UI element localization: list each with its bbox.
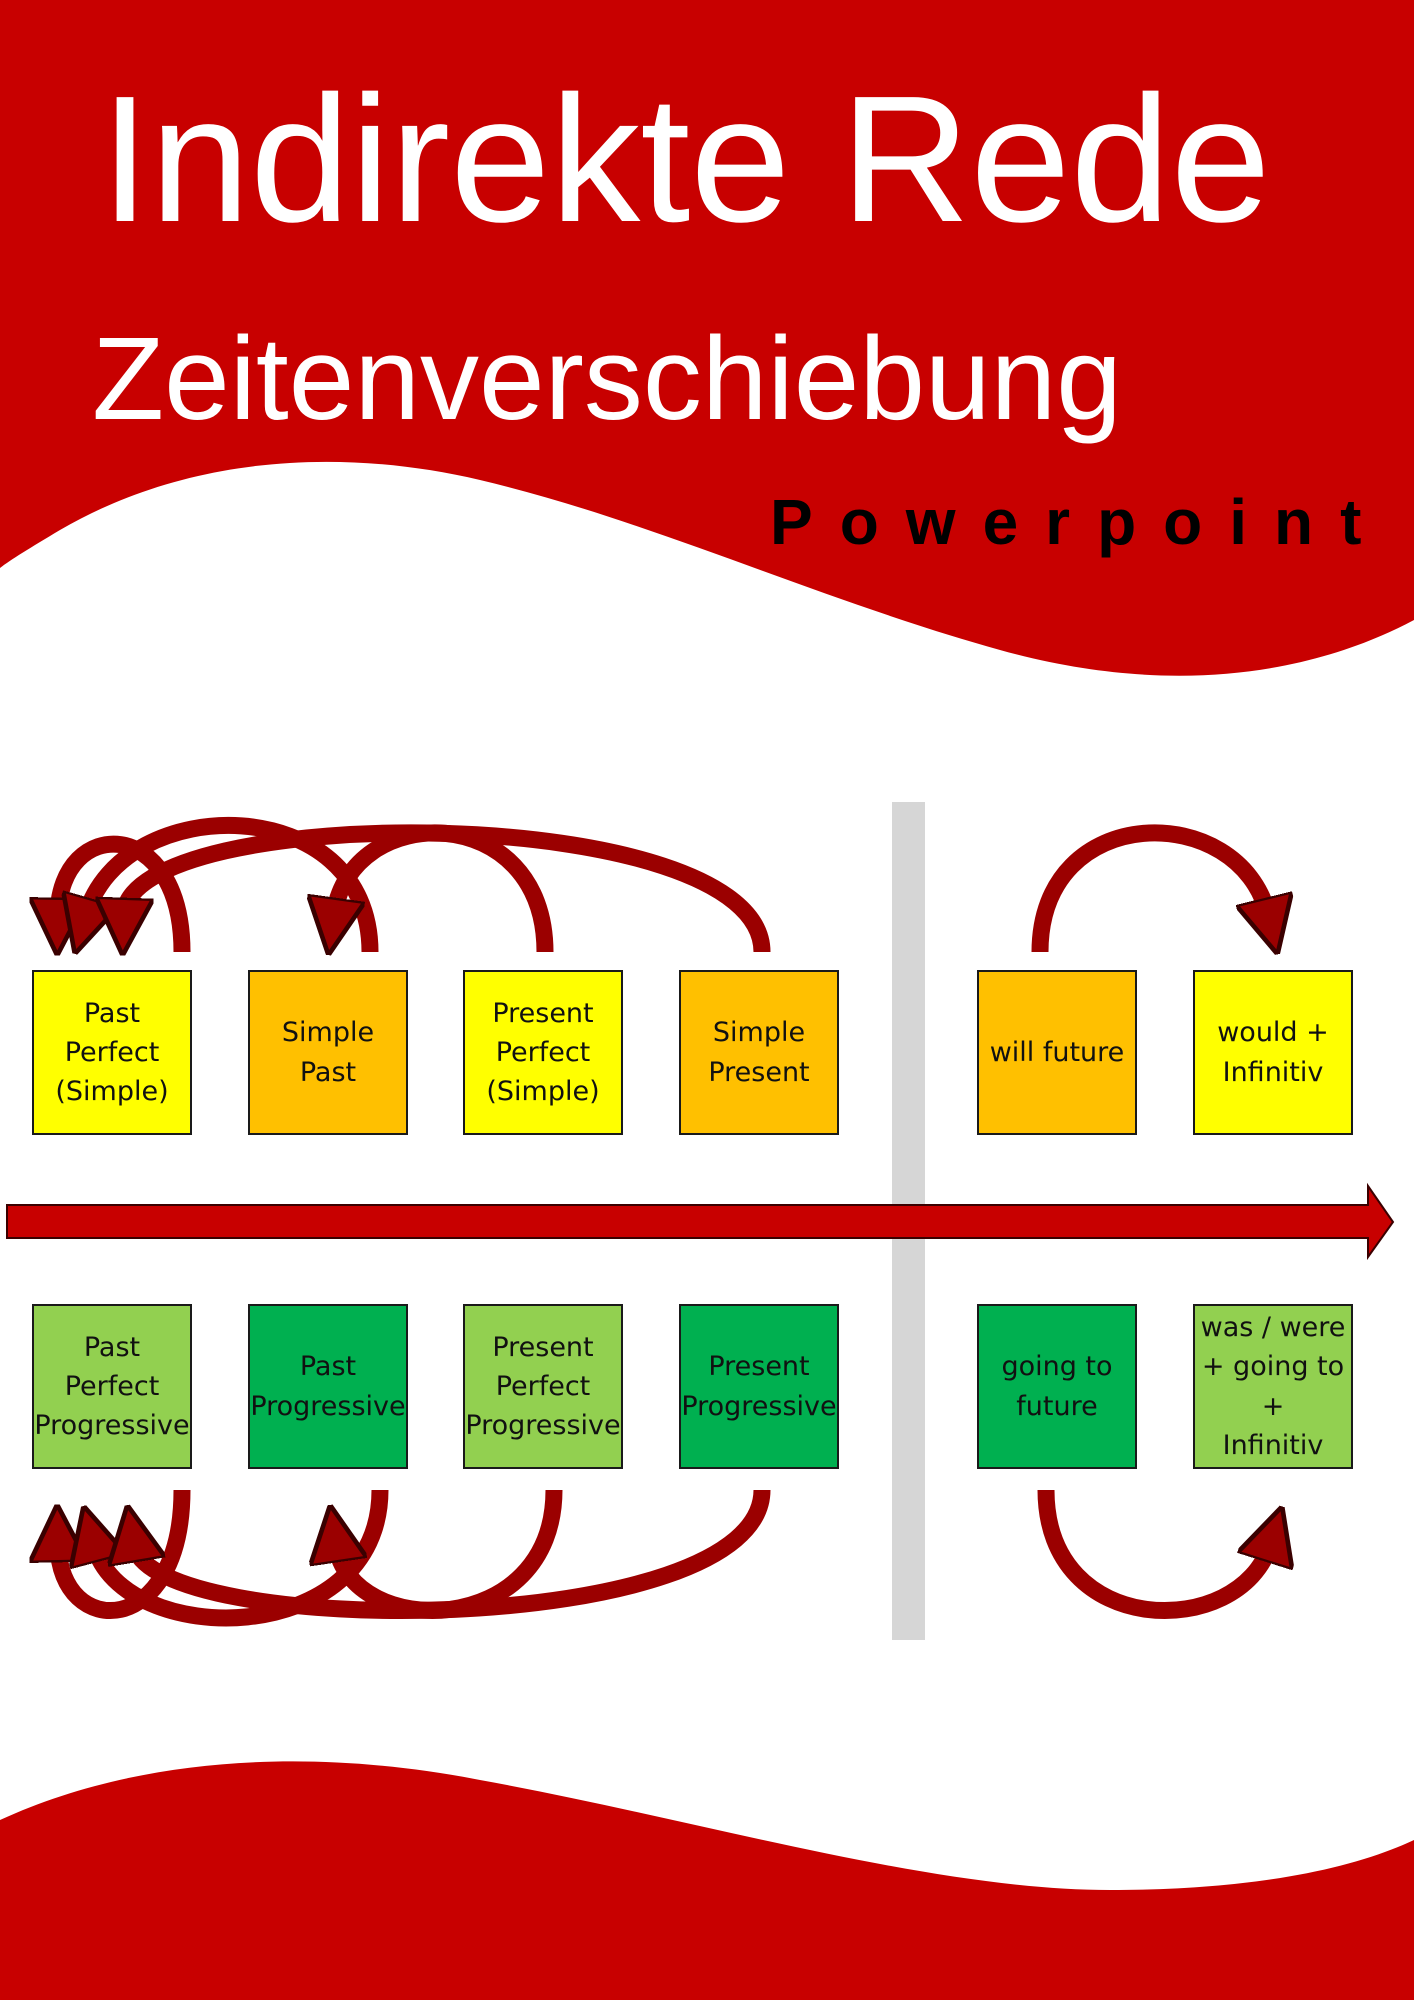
box-past-perfect-progressive: Past Perfect Progressive [32,1304,192,1469]
timeline-arrow [6,1182,1395,1261]
powerpoint-label: Powerpoint [770,486,1389,558]
box-present-progressive: Present Progressive [679,1304,839,1469]
box-label: Past Progressive [250,1351,406,1422]
box-label: would + Infinitiv [1217,1017,1329,1088]
box-simple-present: Simple Present [679,970,839,1135]
arrow-pastprog-to-pastperfectprog [58,1489,191,1620]
box-will-future: will future [977,970,1137,1135]
box-past-perfect-simple: Past Perfect (Simple) [32,970,192,1135]
box-present-perfect-simple: Present Perfect (Simple) [463,970,623,1135]
arrow-willfuture-to-would [1031,824,1268,952]
box-would-infinitiv: would + Infinitiv [1193,970,1353,1135]
bottom-wave-banner [0,1761,1414,2000]
arrow-simplepast-to-pastperfect-long [124,824,771,952]
box-simple-past: Simple Past [248,970,408,1135]
box-was-were-going-to: was / were + going to + Infinitiv [1193,1304,1353,1469]
box-label: was / were + going to + Infinitiv [1200,1312,1346,1461]
box-label: Present Perfect Progressive [465,1331,621,1442]
arrow-pastprog-to-pastperfectprog-long [134,1489,771,1620]
box-past-progressive: Past Progressive [248,1304,408,1469]
box-label: going to future [1001,1351,1113,1422]
box-label: Present Perfect (Simple) [486,997,600,1108]
box-label: Simple Present [708,1017,810,1088]
box-label: Past Perfect Progressive [34,1331,190,1442]
top-wave-banner [0,0,1414,676]
bottom-shift-arrows [58,1489,1270,1627]
box-label: Present Progressive [681,1351,837,1422]
page-title: Indirekte Rede [100,59,1271,260]
box-present-perfect-progressive: Present Perfect Progressive [463,1304,623,1469]
page-subtitle: Zeitenverschiebung [92,313,1122,445]
box-label: Simple Past [281,1017,375,1088]
box-label: Past Perfect (Simple) [55,997,169,1108]
box-label: will future [989,1036,1125,1068]
arrow-simplepast-to-pastperfect [58,835,191,952]
arrow-goingto-to-wasgoingto [1037,1489,1270,1619]
top-shift-arrows [58,816,1268,952]
box-going-to-future: going to future [977,1304,1137,1469]
